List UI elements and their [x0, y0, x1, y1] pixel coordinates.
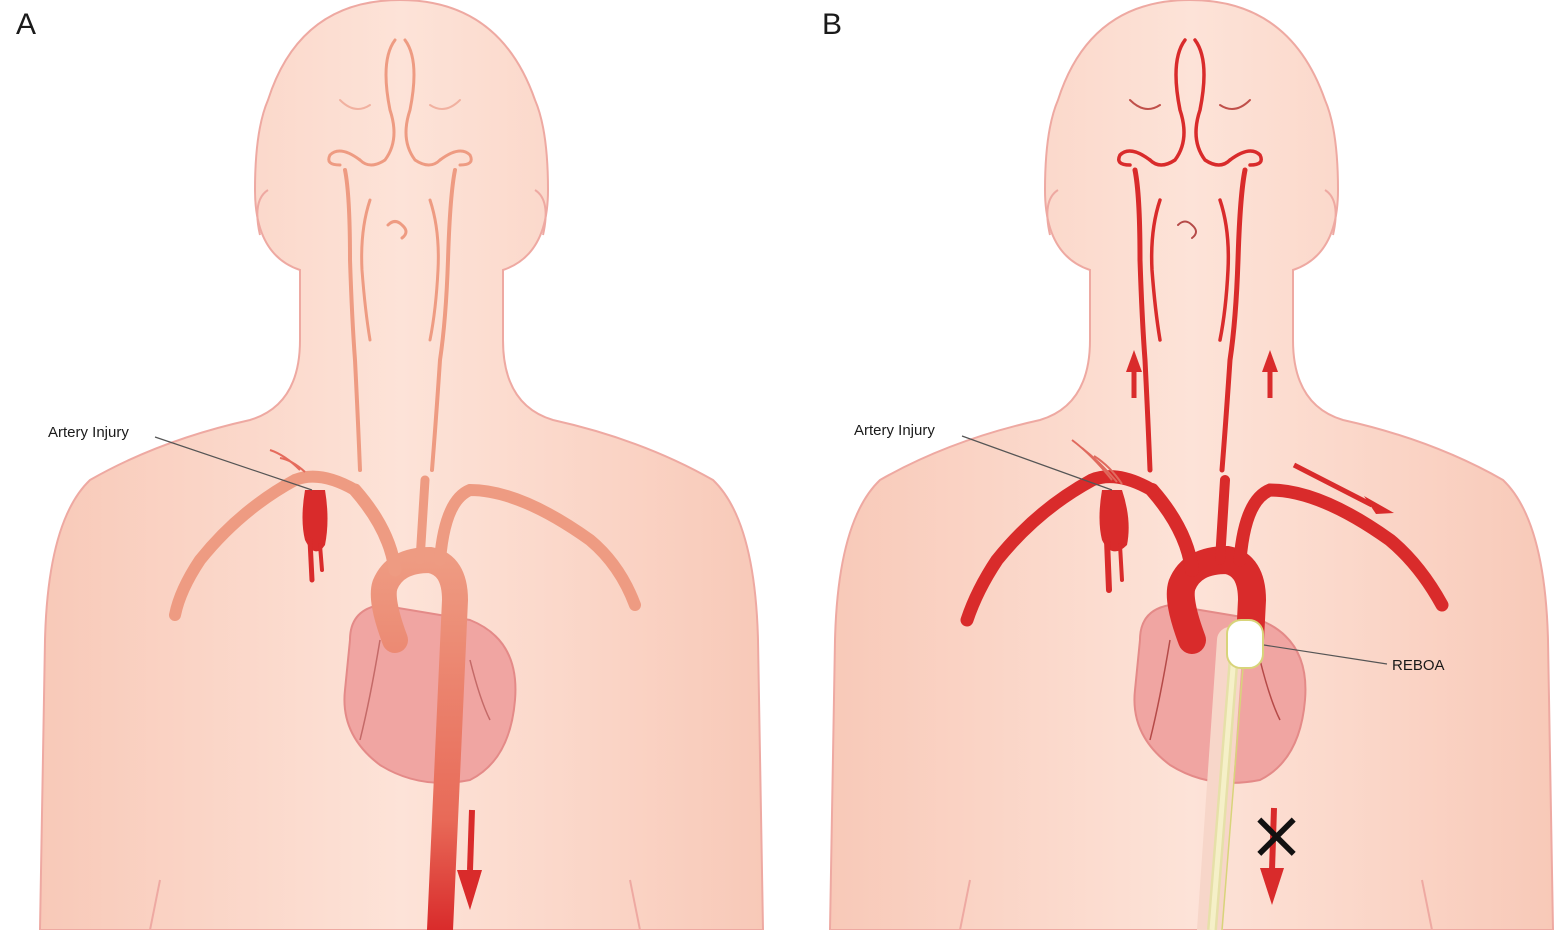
body-silhouette — [830, 0, 1553, 930]
panel-letter: B — [822, 10, 842, 40]
panel-letter: A — [16, 10, 36, 40]
reboa-label: REBOA — [1392, 658, 1445, 673]
panel-b-illustration — [782, 0, 1563, 930]
artery-injury-label: Artery Injury — [854, 423, 935, 438]
body-silhouette — [40, 0, 763, 930]
panel-a: A Artery Injury — [0, 0, 781, 930]
blocked-flow-icon: × — [1248, 802, 1305, 870]
panel-a-illustration — [0, 0, 781, 930]
artery-injury-label: Artery Injury — [48, 425, 129, 440]
panel-b: B Artery Injury REBOA × — [782, 0, 1563, 930]
